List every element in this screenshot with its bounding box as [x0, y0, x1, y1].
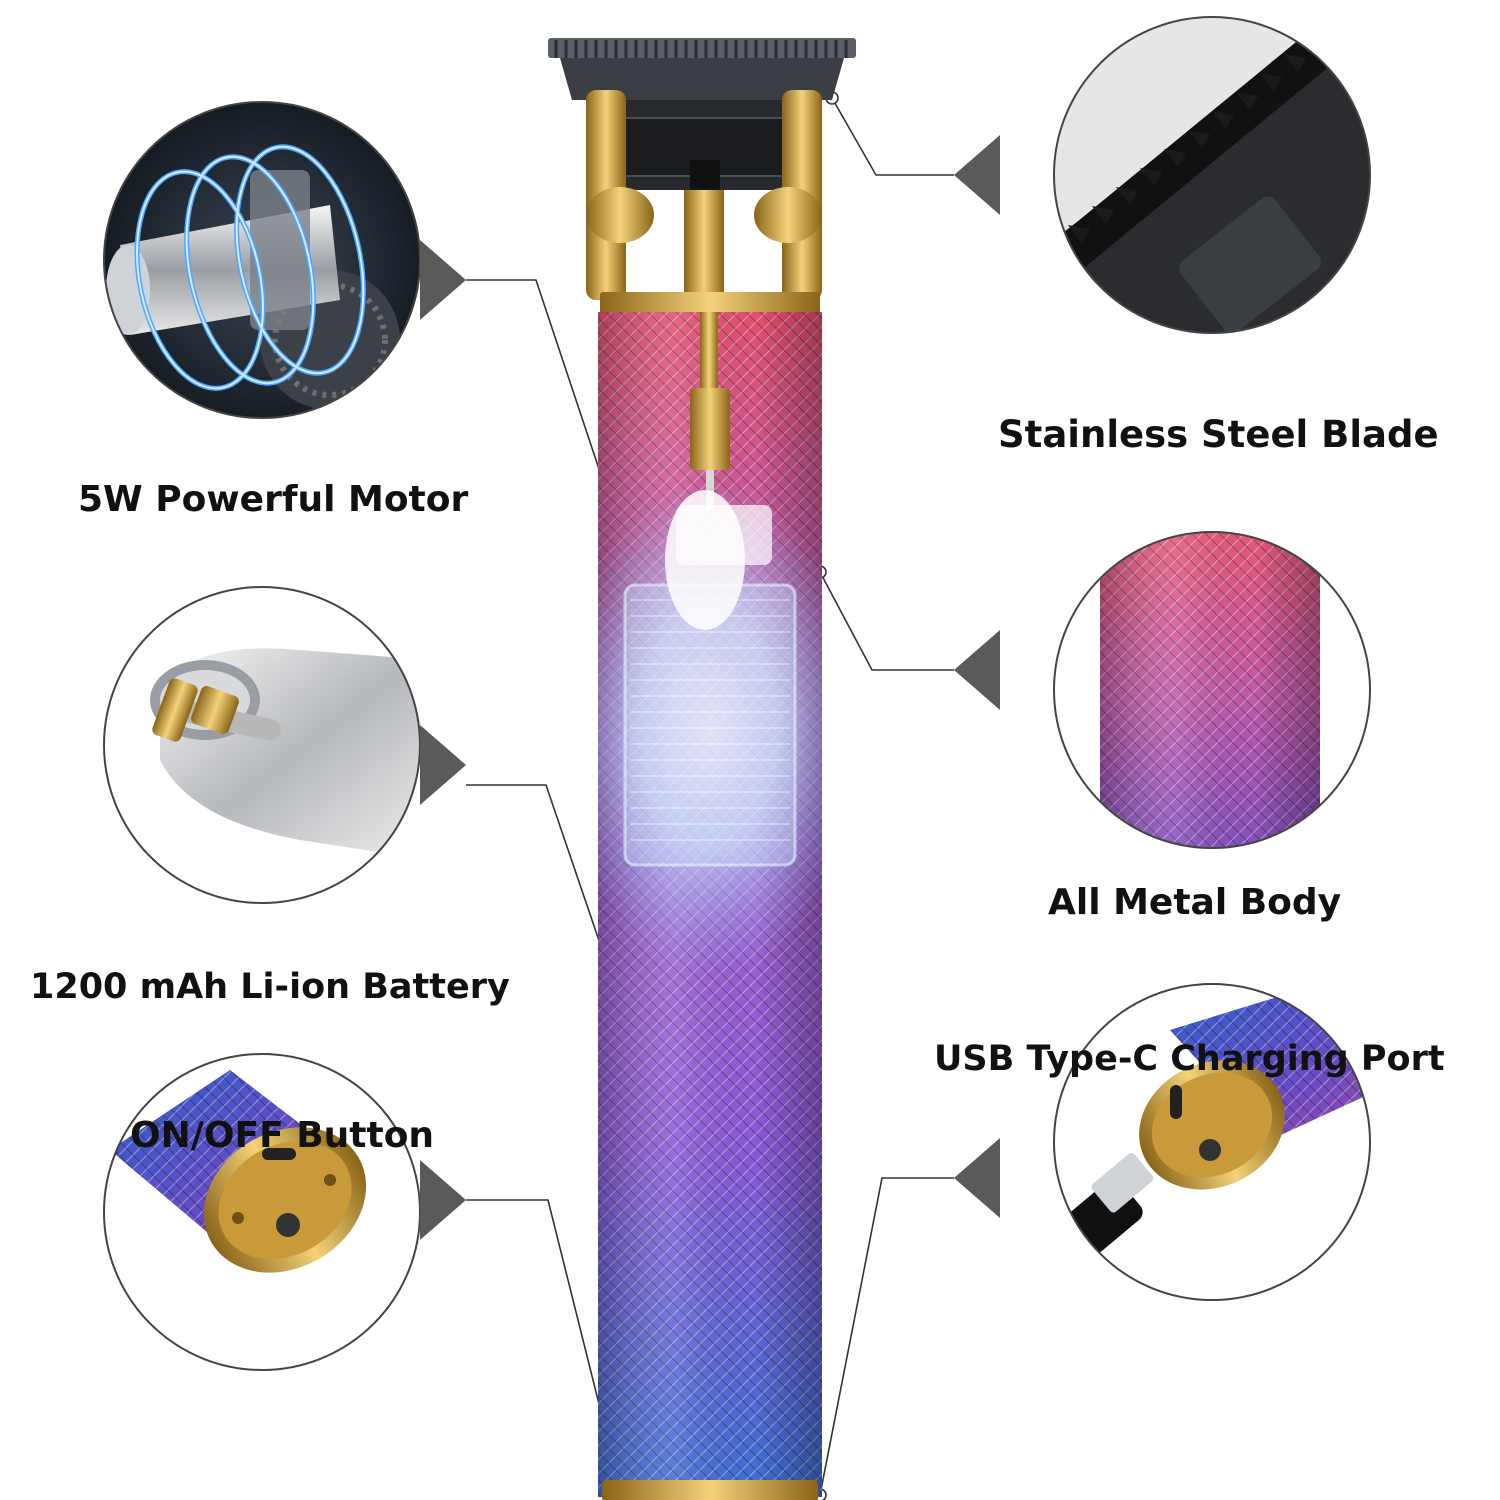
inset-onoff: [103, 1053, 466, 1371]
feature-label-battery: 1200 mAh Li-ion Battery: [30, 967, 510, 1007]
internal-motor-glow: [598, 312, 822, 980]
feature-label-body: All Metal Body: [1048, 882, 1342, 923]
callout-line-blade: [831, 97, 954, 176]
feature-label-motor: 5W Powerful Motor: [78, 479, 469, 520]
callout-line-port: [819, 1177, 954, 1496]
inset-battery: [103, 586, 466, 904]
feature-label-blade: Stainless Steel Blade: [998, 413, 1439, 456]
callout-line-body: [819, 571, 954, 671]
gold-mechanism: [586, 90, 822, 316]
inset-blade: [954, 16, 1371, 334]
inset-body: [954, 531, 1371, 849]
trimmer-illustration: [548, 38, 856, 1500]
feature-label-port: USB Type-C Charging Port: [934, 1039, 1445, 1079]
feature-label-button: ON/OFF Button: [130, 1115, 435, 1156]
inset-port: [954, 983, 1371, 1301]
inset-motor: [103, 101, 466, 419]
